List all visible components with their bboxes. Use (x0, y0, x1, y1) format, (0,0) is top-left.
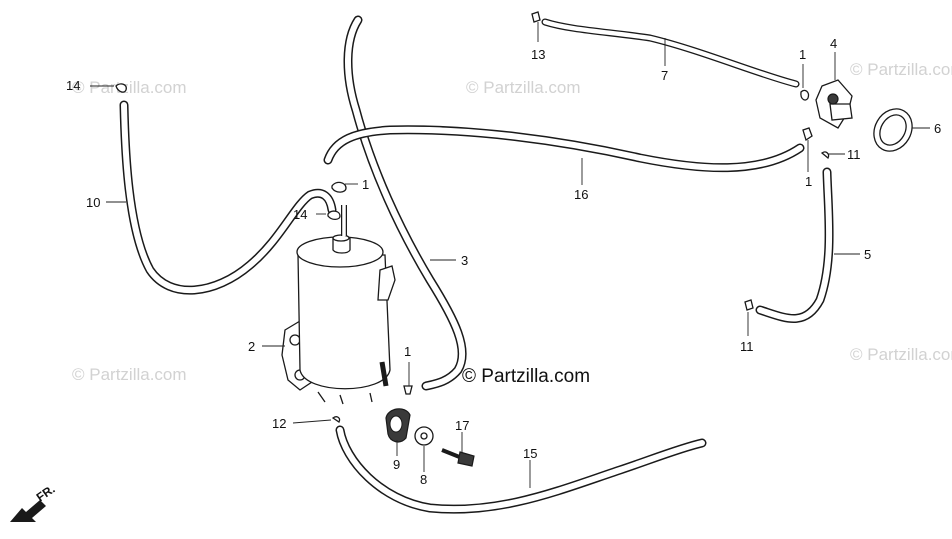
callouts: 13 14 7 1 4 6 11 1 1 14 16 10 3 5 11 2 1… (66, 36, 941, 487)
valve-part-4 (815, 79, 853, 129)
callout-10: 10 (86, 195, 100, 210)
callout-8: 8 (420, 472, 427, 487)
callout-17: 17 (455, 418, 469, 433)
callout-7: 7 (661, 68, 668, 83)
watermarks: © Partzilla.com © Partzilla.com © Partzi… (72, 60, 952, 384)
leader-lines (90, 22, 930, 488)
callout-2: 2 (248, 339, 255, 354)
hose-5 (755, 167, 834, 323)
hose-7 (541, 18, 800, 88)
front-arrow-icon: FR. (10, 482, 58, 522)
callout-11-right: 11 (847, 147, 861, 162)
callout-3: 3 (461, 253, 468, 268)
hose-10 (119, 100, 337, 295)
watermark-1: © Partzilla.com (72, 78, 187, 97)
callout-5: 5 (864, 247, 871, 262)
callout-11-bottom: 11 (740, 339, 754, 354)
bolt-part-17 (441, 448, 475, 467)
callout-13: 13 (531, 47, 545, 62)
clamp-part-6 (873, 108, 913, 152)
callout-1-bottom: 1 (404, 344, 411, 359)
hose-16 (323, 125, 805, 173)
callout-12: 12 (272, 416, 286, 431)
callout-1-top-right: 1 (799, 47, 806, 62)
brand-label: © Partzilla.com (462, 366, 590, 387)
watermark-4: © Partzilla.com (72, 365, 187, 384)
watermark-3: © Partzilla.com (850, 60, 952, 79)
callout-1-center: 1 (362, 177, 369, 192)
watermark-5: © Partzilla.com (850, 345, 952, 364)
callout-9: 9 (393, 457, 400, 472)
grommet-part-9 (385, 408, 411, 443)
callout-1-right: 1 (805, 174, 812, 189)
washer-part-8 (414, 426, 434, 446)
callout-14-top: 14 (66, 78, 80, 93)
hose-15 (335, 425, 707, 514)
front-indicator-label: FR. (34, 482, 58, 505)
callout-15: 15 (523, 446, 537, 461)
canister (281, 205, 396, 405)
callout-14-center: 14 (293, 207, 307, 222)
hose-3 (343, 15, 467, 391)
clips (115, 11, 830, 423)
callout-16: 16 (574, 187, 588, 202)
callout-6: 6 (934, 121, 941, 136)
watermark-2: © Partzilla.com (466, 78, 581, 97)
callout-4: 4 (830, 36, 837, 51)
